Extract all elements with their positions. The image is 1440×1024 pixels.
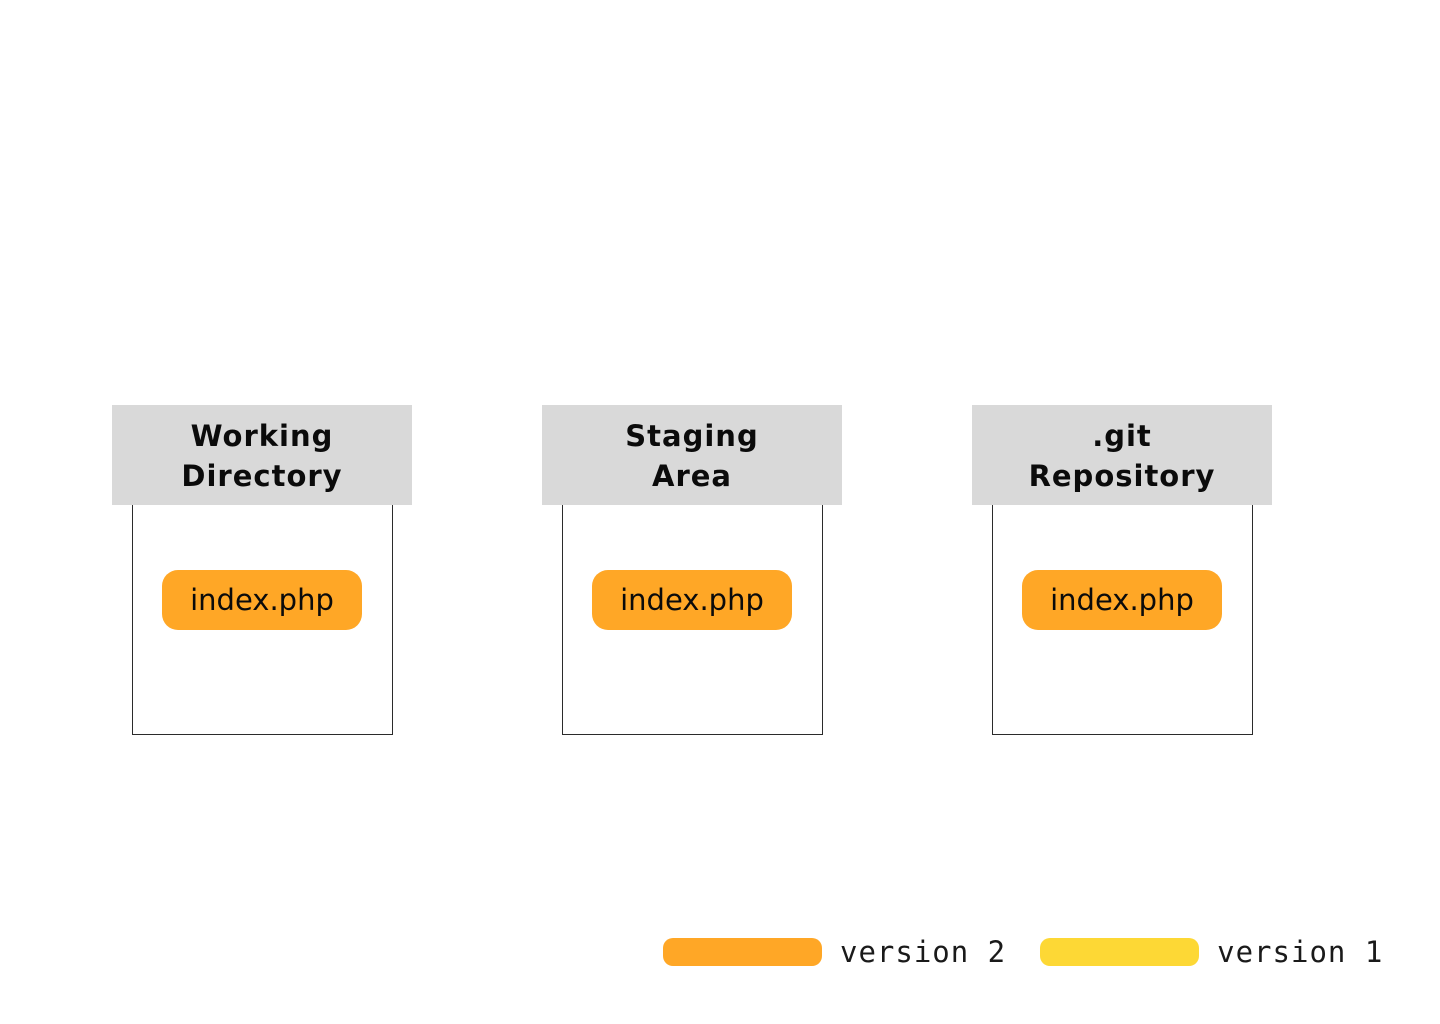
- legend-item-version-1: version 1: [1040, 935, 1383, 969]
- staging-area-title-line1: Staging: [625, 419, 759, 453]
- legend-item-version-2: version 2: [663, 935, 1006, 969]
- git-repository-header: .git Repository: [972, 405, 1272, 505]
- staging-area-header: Staging Area: [542, 405, 842, 505]
- working-directory-header: Working Directory: [112, 405, 412, 505]
- git-repository-title-line1: .git: [1092, 419, 1152, 453]
- working-directory-title-line1: Working: [190, 419, 334, 453]
- staging-area-title-line2: Area: [652, 459, 732, 493]
- staging-area: Staging Area index.php: [542, 405, 842, 735]
- legend-swatch-version-2: [663, 938, 822, 966]
- legend-label-version-1: version 1: [1217, 935, 1384, 969]
- legend-label-version-2: version 2: [840, 935, 1007, 969]
- git-repository-title-line2: Repository: [1028, 459, 1216, 493]
- working-directory-file: index.php: [162, 570, 362, 630]
- working-directory-area: Working Directory index.php: [112, 405, 412, 735]
- legend-swatch-version-1: [1040, 938, 1200, 966]
- staging-area-file: index.php: [592, 570, 792, 630]
- git-repository-file: index.php: [1022, 570, 1222, 630]
- working-directory-title-line2: Directory: [181, 459, 343, 493]
- legend: version 2 version 1: [663, 935, 1383, 969]
- git-repository-area: .git Repository index.php: [972, 405, 1272, 735]
